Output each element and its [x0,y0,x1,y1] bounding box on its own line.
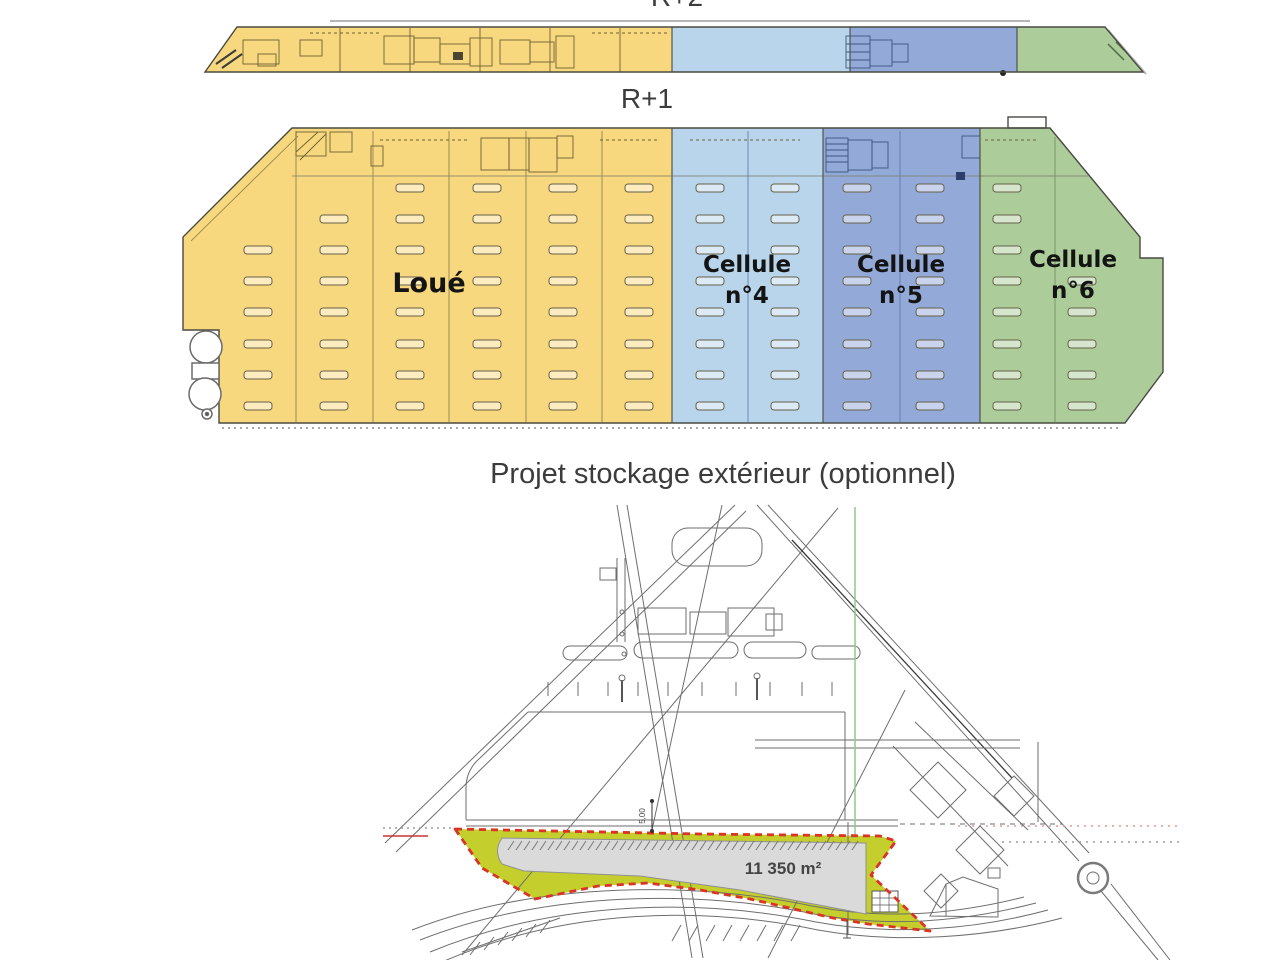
retention-basin [671,527,763,567]
floor-label-r1: R+1 [621,83,673,114]
label-cellule5-line2: n°5 [879,283,923,309]
dimension-label: 5,00 [638,808,647,824]
label-cellule6-line2: n°6 [1051,278,1095,304]
strip-section-loue [205,27,672,72]
strip-office-rooms [242,35,575,69]
south-road-bundle [411,889,1063,960]
label-loue: Loué [392,268,465,299]
strip-left-detail [215,49,243,69]
sprinkler-tanks [188,330,223,420]
site-plan-title: Projet stockage extérieur (optionnel) [490,458,956,490]
office-rooms [295,131,574,173]
parking-strip [547,641,861,696]
platform-hatch [507,840,859,851]
label-cellule4-line1: Cellule [703,252,791,278]
label-cellule4-line2: n°4 [725,283,769,309]
label-cellule6-line1: Cellule [1029,247,1117,273]
technical-buildings [599,558,783,657]
storage-platform [497,837,867,915]
existing-shed [871,890,899,913]
strip-section-cellule-4 [672,27,850,72]
strip-dot [1000,70,1006,76]
riser-block [956,172,965,180]
label-cellule5-line1: Cellule [857,252,945,278]
road-lines [384,504,1090,959]
storage-zone-boundary [453,827,932,933]
neighbour-buildings [892,721,1035,918]
dimension-marker: 5,00 [638,799,851,939]
stairwell-block [825,137,889,173]
rooftop-unit [1007,116,1047,129]
road-edge-ticks [671,924,801,942]
dark-road-line [791,539,1013,779]
floor-strip-r2 [203,20,1147,76]
roundabout [1076,861,1171,960]
area-label: 11 350 m² [745,859,822,878]
strip-section-cellule-5 [850,27,1017,72]
floor-label-r2: R+2 [651,0,703,12]
lamp-posts [618,672,761,702]
strip-dark-block [453,52,463,60]
yard-outline [465,711,1039,827]
floor-plan-r1: Loué Cellule n°4 Cellule n°5 Cellule n°6 [182,116,1164,429]
embankment-hatch [461,917,561,956]
roof-vents [243,183,1097,411]
site-plan: 5,00 11 350 m² [383,504,1180,960]
